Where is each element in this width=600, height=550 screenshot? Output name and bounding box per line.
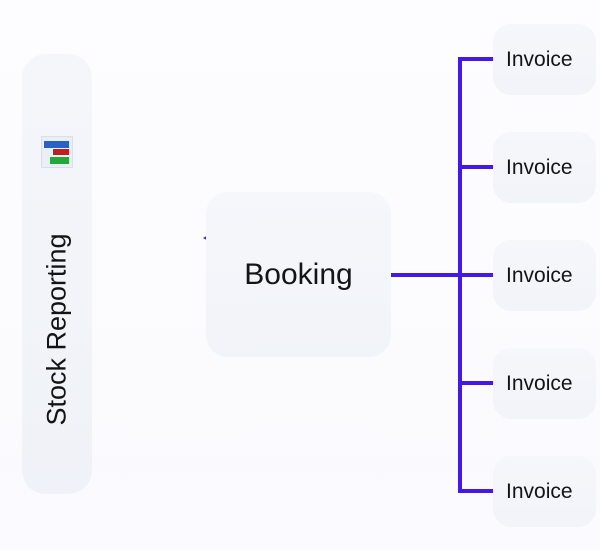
node-booking-label: Booking: [244, 257, 353, 291]
sidebar-panel-stock-reporting[interactable]: Stock Reporting: [22, 54, 92, 494]
node-invoice-2[interactable]: Invoice: [493, 132, 596, 203]
sidebar-label-wrap: Stock Reporting: [22, 174, 92, 484]
sidebar-content: Stock Reporting: [22, 54, 92, 494]
node-invoice-3-label: Invoice: [506, 263, 573, 287]
node-invoice-1[interactable]: Invoice: [493, 24, 596, 95]
node-invoice-5-label: Invoice: [506, 479, 573, 503]
bar-chart-icon: [41, 136, 73, 168]
node-invoice-1-label: Invoice: [506, 47, 573, 71]
node-booking[interactable]: Booking: [206, 192, 391, 357]
node-invoice-4[interactable]: Invoice: [493, 348, 596, 419]
node-invoice-5[interactable]: Invoice: [493, 456, 596, 527]
node-invoice-2-label: Invoice: [506, 155, 573, 179]
sidebar-item-label: Stock Reporting: [41, 232, 72, 426]
node-invoice-3[interactable]: Invoice: [493, 240, 596, 311]
node-invoice-4-label: Invoice: [506, 371, 573, 395]
